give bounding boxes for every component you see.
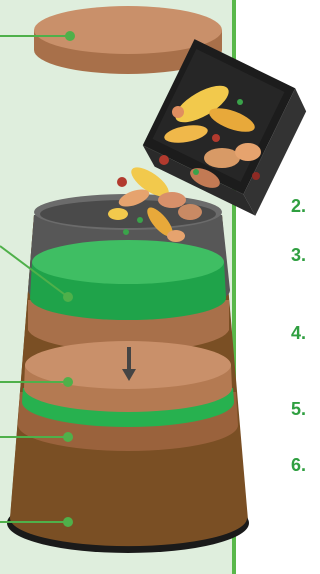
leader-dot-3 bbox=[63, 377, 73, 387]
leader-dot-2 bbox=[63, 292, 73, 302]
step-number-3: 3. bbox=[291, 246, 306, 264]
step-number-4: 4. bbox=[291, 324, 306, 342]
leader-dot-5 bbox=[63, 517, 73, 527]
leader-dot-4 bbox=[63, 432, 73, 442]
step-number-5: 5. bbox=[291, 400, 306, 418]
step-number-2: 2. bbox=[291, 197, 306, 215]
step-number-6: 6. bbox=[291, 456, 306, 474]
leader-dot-1 bbox=[65, 31, 75, 41]
